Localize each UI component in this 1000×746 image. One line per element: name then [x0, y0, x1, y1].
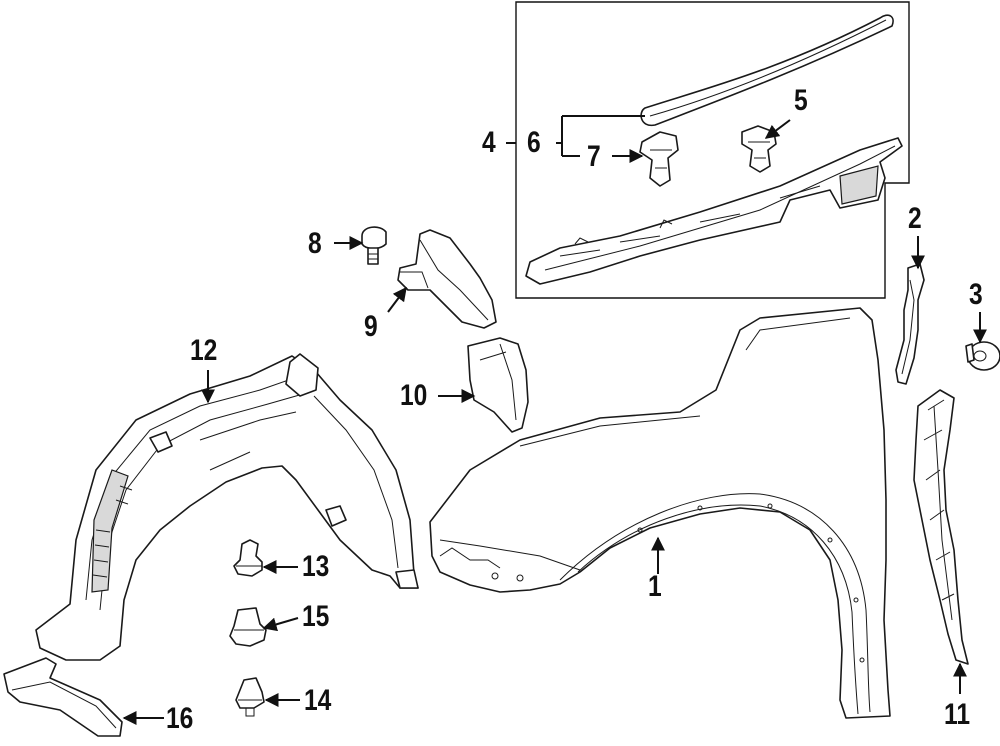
- part-11-seal: [913, 389, 969, 665]
- part-4-seal: [525, 137, 903, 285]
- callout-8: 8: [308, 227, 322, 260]
- callout-15: 15: [302, 600, 330, 633]
- part-2-bracket: [895, 263, 925, 385]
- callout-16: 16: [166, 702, 194, 735]
- leader-9: [387, 286, 407, 313]
- callout-11: 11: [944, 698, 971, 731]
- callout-6: 6: [527, 126, 541, 159]
- callout-2: 2: [908, 202, 922, 235]
- callout-1: 1: [648, 570, 662, 603]
- callout-3: 3: [969, 278, 983, 311]
- callout-9: 9: [364, 310, 378, 343]
- callout-4: 4: [482, 126, 496, 159]
- callout-14: 14: [304, 684, 332, 717]
- leader-5: [764, 119, 791, 139]
- part-10-insulator: [467, 337, 529, 433]
- part-5-clip: [741, 125, 777, 173]
- callout-13: 13: [302, 550, 330, 583]
- leader-6-bracket: [556, 115, 645, 156]
- callout-5: 5: [794, 84, 808, 117]
- part-1-fender: [429, 307, 891, 719]
- part-8-bolt: [361, 226, 387, 265]
- inset-frame: [515, 1, 910, 299]
- part-13-clip: [233, 539, 263, 577]
- part-6-molding: [640, 14, 894, 127]
- callout-7: 7: [587, 140, 601, 173]
- part-12-liner: [35, 353, 419, 661]
- callout-12: 12: [190, 334, 218, 367]
- leader-15: [262, 617, 299, 632]
- callout-10: 10: [400, 379, 428, 412]
- part-7-clip: [639, 131, 679, 187]
- part-9-seal: [397, 229, 497, 329]
- part-14-clip: [235, 677, 265, 717]
- part-16-plate: [3, 657, 123, 737]
- part-15-clip: [229, 607, 267, 647]
- leader-lines: [122, 115, 987, 725]
- part-3-nut: [965, 341, 1000, 371]
